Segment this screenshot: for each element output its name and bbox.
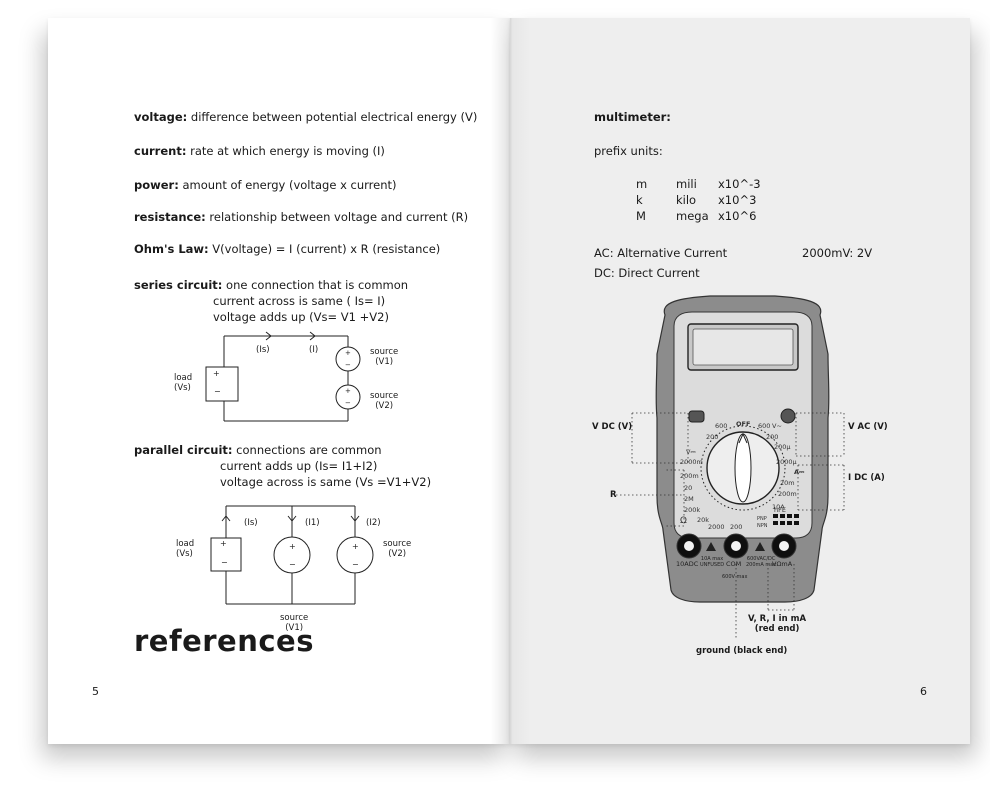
callout-red-end: V, R, I in mA (red end) [748, 614, 807, 634]
dial-ohm-label: Ω [680, 516, 687, 526]
dial-a-dc-label: A⎓ [794, 468, 805, 476]
svg-text:+: + [213, 369, 220, 378]
parallel-label-load: load (Vs) [176, 539, 195, 559]
prefix-units-title: prefix units: [594, 144, 663, 158]
callout-ground: ground (black end) [696, 646, 788, 656]
prefix-name: mili [676, 177, 697, 191]
dial-range: 2000m [680, 458, 703, 466]
dial-pnp-label: PNP [757, 516, 767, 522]
svg-text:−: − [221, 558, 228, 567]
parallel-circuit-diagram: + − + − + − [210, 505, 374, 605]
dial-range: 200m [680, 472, 699, 480]
svg-text:+: + [220, 539, 227, 548]
parallel-circuit-line: voltage across is same (Vs =V1+V2) [220, 475, 432, 489]
prefix-exponent: x10^-3 [718, 177, 761, 191]
jack-vohm-label: VΩmA [772, 560, 793, 568]
dial-v-ac-label: V~ [772, 422, 782, 430]
dial-off-label: OFF [736, 420, 751, 428]
jack-600v-note: 600V max [722, 574, 748, 580]
prefix-exponent: x10^6 [718, 209, 757, 223]
dial-range: 2000µ [776, 458, 797, 466]
series-label-i: (I) [309, 345, 319, 355]
unit-conversion-example: 2000mV: 2V [802, 246, 873, 260]
definition-voltage: voltage: difference between potential el… [134, 110, 478, 124]
callout-v-ac: V AC (V) [848, 422, 888, 432]
dc-definition: DC: Direct Current [594, 266, 700, 280]
series-circuit-heading: series circuit: one connection that is c… [134, 278, 409, 292]
dial-range: 20 [684, 484, 693, 492]
left-page: voltage: difference between potential el… [48, 18, 510, 744]
series-circuit-diagram: + − + − + − [205, 331, 361, 422]
callout-i-dc: I DC (A) [848, 473, 885, 483]
series-label-source-v2: source (V2) [370, 391, 399, 411]
dial-range: 20m [780, 479, 795, 487]
svg-text:+: + [345, 349, 351, 357]
series-label-source-v1: source (V1) [370, 347, 399, 367]
svg-text:−: − [352, 560, 359, 569]
svg-text:+: + [289, 542, 296, 551]
definition-power: power: amount of energy (voltage x curre… [134, 178, 397, 192]
dial-range: 200m [778, 490, 797, 498]
prefix-name: mega [676, 209, 709, 223]
dial-npn-label: NPN [757, 523, 768, 529]
multimeter-heading: multimeter: [594, 110, 671, 124]
definition-current: current: rate at which energy is moving … [134, 144, 385, 158]
svg-text:+: + [345, 387, 351, 395]
dial-range: 200 [706, 433, 719, 441]
page-number-right: 6 [920, 685, 927, 698]
dial-hfe-label: hFE [774, 506, 786, 514]
series-circuit-line: current across is same ( Is= I) [213, 294, 386, 308]
callout-v-dc: V DC (V) [592, 422, 633, 432]
svg-text:+: + [352, 542, 359, 551]
multimeter-illustration [616, 295, 845, 640]
jack-10adc-label: 10ADC [676, 560, 699, 568]
series-label-is: (Is) [256, 345, 270, 355]
prefix-name: kilo [676, 193, 697, 207]
svg-text:−: − [214, 387, 221, 396]
dial-range: 200 [766, 433, 779, 441]
dial-range: 600 [715, 422, 728, 430]
dial-range: 10A [772, 503, 785, 511]
dial-range: 200 [730, 523, 743, 531]
dial-range: 2000 [708, 523, 725, 531]
dial-range: 2M [684, 495, 694, 503]
dial-range: 20k [697, 516, 710, 524]
references-heading: references [134, 624, 314, 658]
parallel-label-i1: (I1) [305, 518, 320, 528]
svg-text:−: − [345, 361, 351, 369]
series-circuit-line: voltage adds up (Vs= V1 +V2) [213, 310, 389, 324]
page-number-left: 5 [92, 685, 99, 698]
parallel-label-is: (Is) [244, 518, 258, 528]
jack-com-label: COM [726, 560, 742, 568]
prefix-symbol: M [636, 209, 646, 223]
series-label-load: load (Vs) [174, 373, 193, 393]
dial-range: 200k [684, 506, 701, 514]
prefix-exponent: x10^3 [718, 193, 757, 207]
parallel-label-source-v1: source (V1) [280, 613, 309, 633]
parallel-circuit-heading: parallel circuit: connections are common [134, 443, 382, 457]
dial-v-dc-label: V⎓ [686, 448, 696, 456]
callout-r: R [610, 490, 617, 500]
jack-vma-note: 600VAC/DC 200mA max [746, 556, 777, 568]
prefix-symbol: m [636, 177, 648, 191]
definition-ohms-law: Ohm's Law: V(voltage) = I (current) x R … [134, 242, 441, 256]
parallel-label-i2: (I2) [366, 518, 381, 528]
dial-range: 200µ [774, 443, 791, 451]
dial-range: 600 [758, 422, 771, 430]
right-page: multimeter: prefix units: m mili x10^-3 … [510, 18, 970, 744]
parallel-circuit-line: current adds up (Is= I1+I2) [220, 459, 378, 473]
parallel-label-source-v2: source (V2) [383, 539, 412, 559]
svg-text:−: − [289, 560, 296, 569]
definition-resistance: resistance: relationship between voltage… [134, 210, 469, 224]
svg-text:−: − [345, 399, 351, 407]
ac-definition: AC: Alternative Current [594, 246, 728, 260]
prefix-symbol: k [636, 193, 643, 207]
jack-10a-note: 10A max UNFUSED [700, 556, 725, 568]
